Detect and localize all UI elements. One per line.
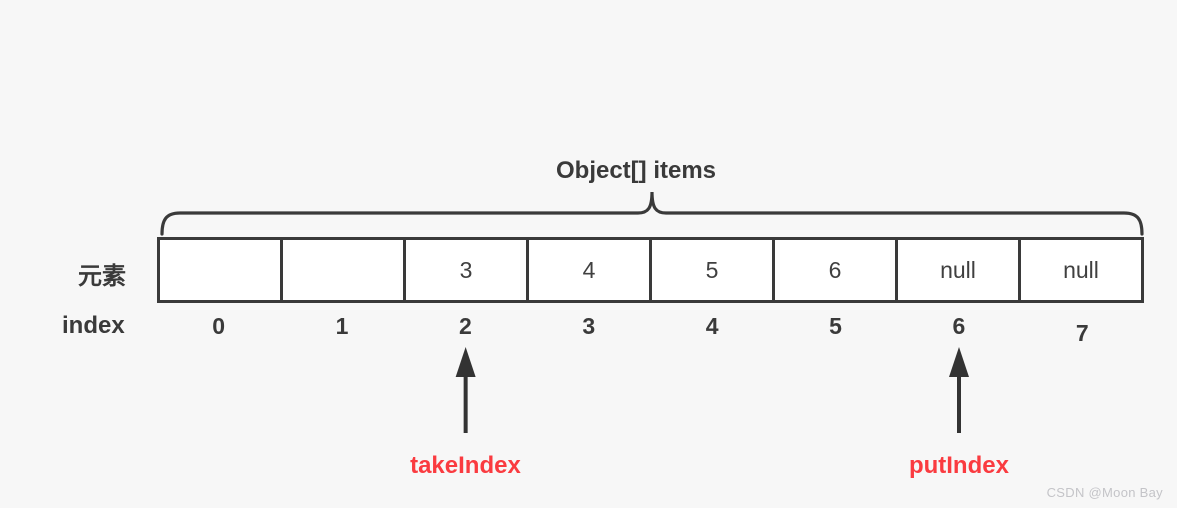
index-label: 7 — [1075, 320, 1089, 346]
array-cell-value: 3 — [459, 256, 473, 283]
array-cell-value: 4 — [582, 256, 596, 283]
index-label: 3 — [582, 313, 596, 339]
index-label: 6 — [952, 313, 966, 339]
array-cell — [160, 240, 280, 300]
array-title: Object[] items — [555, 157, 717, 184]
array-cell: null — [895, 240, 1018, 300]
array-cell: null — [1018, 240, 1141, 300]
array-cell: 3 — [403, 240, 526, 300]
pointer-label: takeIndex — [410, 452, 521, 479]
index-label: 1 — [335, 313, 349, 339]
array-cell-value: null — [940, 256, 976, 283]
array-cell-value: 5 — [705, 256, 719, 283]
up-arrow-icon — [455, 347, 476, 433]
curly-brace-icon — [160, 191, 1144, 236]
array-row: 3 4 5 6 null null — [157, 237, 1144, 303]
pointer-label: putIndex — [908, 452, 1009, 479]
pointer-putIndex: putIndex — [909, 345, 1009, 480]
index-label: 4 — [705, 313, 719, 339]
watermark: CSDN @Moon Bay — [1046, 485, 1163, 500]
index-row-label: index — [62, 312, 125, 339]
index-label: 0 — [212, 313, 226, 339]
array-cell-value: null — [1063, 256, 1099, 283]
pointer-takeIndex: takeIndex — [410, 345, 521, 480]
index-label: 2 — [459, 313, 472, 339]
array-cell — [280, 240, 403, 300]
array-cell: 6 — [772, 240, 895, 300]
up-arrow-icon — [948, 347, 969, 433]
index-label: 5 — [829, 313, 842, 339]
array-cell: 5 — [649, 240, 772, 300]
array-cell: 4 — [526, 240, 649, 300]
element-row-label: 元素 — [78, 263, 126, 290]
array-cell-value: 6 — [828, 256, 842, 283]
